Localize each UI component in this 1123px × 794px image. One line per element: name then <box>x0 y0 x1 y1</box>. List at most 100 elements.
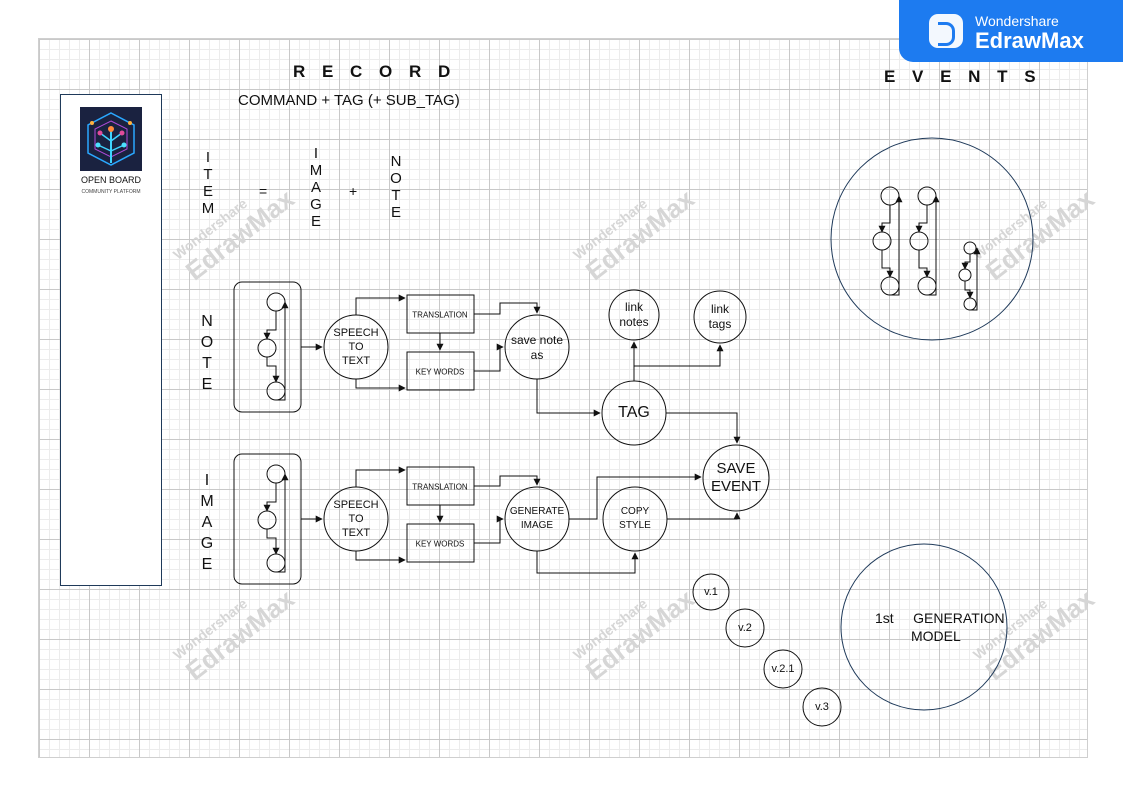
text-line: TO <box>348 341 364 353</box>
keywords-label: KEY WORDS <box>415 539 465 549</box>
open-board-logo-icon <box>80 107 142 171</box>
record-formula: COMMAND + TAG (+ SUB_TAG) <box>238 92 460 109</box>
generation-model-circle[interactable] <box>840 543 1008 711</box>
version-node[interactable] <box>763 649 803 689</box>
mini-node <box>917 276 937 296</box>
link-tags-node[interactable] <box>693 290 747 344</box>
mini-node <box>917 186 937 206</box>
mini-node <box>958 268 972 282</box>
text-line: T <box>203 166 213 183</box>
text-line: M <box>200 493 214 510</box>
mini-node <box>266 381 286 401</box>
version-node[interactable] <box>725 608 765 648</box>
text-line: notes <box>619 315 649 329</box>
mini-node <box>266 292 286 312</box>
keywords-label: KEY WORDS <box>415 367 465 377</box>
text-line: M <box>201 200 215 217</box>
text-line: link <box>624 300 644 314</box>
text-line: G <box>310 196 322 213</box>
text-line: GENERATE <box>509 506 565 517</box>
text-line: E <box>390 204 401 221</box>
text-line: as <box>530 348 544 362</box>
brand-badge[interactable]: Wondershare EdrawMax <box>899 0 1123 62</box>
text-line: TEXT <box>341 527 371 539</box>
text-line: G <box>200 535 214 552</box>
text-line: E <box>201 376 213 393</box>
version-label: v.1 <box>704 586 718 598</box>
text-line: EVENT <box>710 478 762 495</box>
text-line: SAVE <box>716 460 756 477</box>
text-line: O <box>200 334 214 351</box>
text-line: save note <box>510 333 564 347</box>
mini-node <box>909 231 929 251</box>
copy-style-label: COPY STYLE <box>619 505 651 533</box>
text-line: STYLE <box>619 520 651 531</box>
text-line: TEXT <box>341 355 371 367</box>
mini-node <box>257 510 277 530</box>
brand-product: EdrawMax <box>975 28 1084 53</box>
model-line-1: 1st GENERATION <box>875 610 1005 626</box>
text-line: TO <box>348 513 364 525</box>
events-circle[interactable] <box>830 137 1034 341</box>
text-line: I <box>205 149 211 166</box>
text-line: E <box>201 556 213 573</box>
version-node[interactable] <box>802 687 842 727</box>
translation-label: TRANSLATION <box>412 482 468 492</box>
mini-node <box>963 241 977 255</box>
equals-sign: = <box>259 183 268 199</box>
text-line: T <box>202 355 212 372</box>
record-title: R E C O R D <box>293 62 457 81</box>
text-line: T <box>391 187 401 204</box>
logo-title: OPEN BOARD <box>80 175 141 185</box>
sidebar-panel: OPEN BOARD COMMUNITY PLATFORM <box>60 94 162 586</box>
mini-node <box>266 553 286 573</box>
text-line: COPY <box>620 506 650 517</box>
tag-label: TAG <box>618 404 650 421</box>
mini-node <box>880 276 900 296</box>
plus-sign: + <box>349 183 358 199</box>
text-line: A <box>201 514 213 531</box>
edrawmax-logo-icon <box>929 14 963 48</box>
text-line: I <box>204 472 210 489</box>
text-line: tags <box>708 317 732 331</box>
version-label: v.2.1 <box>771 663 795 675</box>
mini-node <box>880 186 900 206</box>
translation-label: TRANSLATION <box>412 310 468 320</box>
events-title: E V E N T S <box>884 67 1042 86</box>
text-line: I <box>313 145 319 162</box>
text-line: link <box>710 302 729 316</box>
text-line: O <box>390 170 402 187</box>
text-line: SPEECH <box>333 499 379 511</box>
grid-background <box>38 38 1088 758</box>
version-node[interactable] <box>692 573 730 611</box>
logo-subtitle: COMMUNITY PLATFORM <box>81 189 141 195</box>
mini-node <box>266 464 286 484</box>
save-event-node[interactable] <box>702 444 770 512</box>
text-line: N <box>390 153 402 170</box>
model-line-2: MODEL <box>911 628 961 644</box>
text-line: IMAGE <box>520 520 554 531</box>
link-notes-node[interactable] <box>608 289 660 341</box>
text-line: E <box>310 213 321 230</box>
mini-node <box>257 338 277 358</box>
mini-node <box>963 297 977 311</box>
generate-image-label: GENERATE IMAGE <box>510 505 564 533</box>
text-line: E <box>202 183 213 200</box>
text-line: M <box>309 162 323 179</box>
brand-company: Wondershare <box>975 13 1059 29</box>
speech-to-text-label: SPEECH TO TEXT <box>333 498 378 540</box>
text-line: A <box>310 179 321 196</box>
version-label: v.3 <box>815 701 829 713</box>
